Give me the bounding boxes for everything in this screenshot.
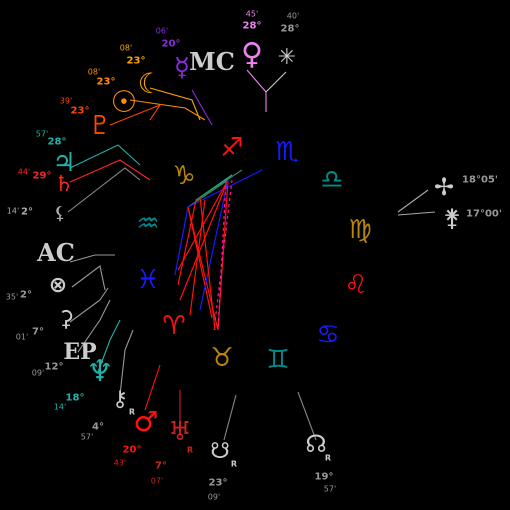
- planet-pallas-icon[interactable]: ✢: [433, 173, 455, 201]
- chiron-minute: 57': [80, 432, 94, 442]
- mars-minute: 43': [113, 458, 127, 468]
- sign-scorpio-icon: ♏: [275, 137, 299, 167]
- lilith-minute: 14': [6, 206, 20, 216]
- vertex-degree: 28°: [280, 23, 300, 35]
- planet-south_node-icon[interactable]: ☋: [210, 439, 230, 464]
- planet-ac-icon[interactable]: AC: [37, 238, 75, 267]
- chiron-degree: 4°: [92, 421, 104, 433]
- ep-minute: 09': [31, 368, 45, 378]
- planet-north_node-icon[interactable]: ☊: [305, 430, 327, 458]
- sign-aries-icon: ♈: [162, 311, 186, 341]
- pluto-degree: 23°: [70, 105, 90, 117]
- planet-fortune-icon[interactable]: ⊗: [48, 273, 68, 298]
- south_node-degree: 23°: [208, 477, 228, 489]
- lilith-degree: 2°: [21, 206, 33, 218]
- planet-vertex-icon[interactable]: ✳: [277, 45, 297, 70]
- sign-cancer-icon: ♋: [316, 320, 340, 350]
- sign-aquarius-icon: ♒: [136, 209, 160, 239]
- planet-pluto-icon[interactable]: ♇: [88, 111, 112, 141]
- sign-capricorn-icon: ♑: [172, 161, 196, 191]
- planet-saturn-icon[interactable]: ♄: [54, 172, 74, 197]
- mars-degree: 20°: [122, 444, 142, 456]
- pallas-position: 18°05': [462, 174, 498, 186]
- planet-venus-icon[interactable]: ♀: [241, 37, 263, 72]
- ceres-degree: 7°: [32, 326, 44, 338]
- sun-degree: 23°: [96, 76, 116, 88]
- sign-virgo-icon: ♍: [348, 215, 372, 245]
- planet-moon-icon[interactable]: ☾: [137, 67, 163, 100]
- jupiter-degree: 28°: [47, 136, 67, 148]
- planet-sun-icon[interactable]: ☉: [110, 85, 138, 120]
- north_node-retrograde: R: [324, 453, 332, 463]
- south_node-minute: 09': [207, 492, 221, 502]
- north_node-minute: 57': [323, 484, 337, 494]
- mercury-degree: 20°: [161, 38, 181, 50]
- chiron-retrograde: R: [128, 407, 136, 417]
- planet-jupiter-icon[interactable]: ♃: [52, 148, 76, 178]
- juno-position: 17°00': [466, 208, 502, 220]
- uranus-retrograde: R: [186, 445, 194, 455]
- sign-taurus-icon: ♉: [210, 343, 234, 373]
- neptune-degree: 18°: [65, 392, 85, 404]
- moon-degree: 23°: [126, 55, 146, 67]
- sign-gemini-icon: ♊: [266, 345, 290, 375]
- planet-uranus-icon[interactable]: ♅: [168, 417, 192, 447]
- sign-leo-icon: ♌: [344, 270, 368, 300]
- vertex-minute: 40': [286, 11, 300, 21]
- planet-ep-icon[interactable]: EP: [63, 339, 97, 365]
- sign-libra-icon: ♎: [320, 165, 344, 195]
- planet-mc-icon[interactable]: MC: [189, 47, 235, 76]
- mercury-minute: 06': [155, 26, 169, 36]
- planet-juno-icon[interactable]: ⚵: [443, 204, 461, 232]
- jupiter-minute: 57': [35, 129, 49, 139]
- neptune-minute: 14': [53, 402, 67, 412]
- planet-lilith-icon[interactable]: ⚸: [53, 203, 67, 224]
- sun-minute: 08': [87, 67, 101, 77]
- sign-pisces-icon: ♓: [136, 265, 160, 295]
- ceres-minute: 01': [15, 332, 29, 342]
- venus-minute: 45': [245, 9, 259, 19]
- saturn-degree: 29°: [32, 170, 52, 182]
- ep-degree: 12°: [44, 361, 64, 373]
- saturn-minute: 44': [17, 167, 31, 177]
- uranus-minute: 07': [150, 476, 164, 486]
- uranus-degree: 7°: [155, 460, 167, 472]
- sign-sagittarius-icon: ♐: [220, 133, 244, 163]
- south_node-retrograde: R: [230, 459, 238, 469]
- planet-mars-icon[interactable]: ♂: [133, 405, 159, 438]
- fortune-degree: 2°: [20, 289, 32, 301]
- planet-neptune-icon[interactable]: ♆: [86, 354, 114, 389]
- leader-lines: [67, 69, 436, 441]
- planet-mercury-icon[interactable]: ☿: [174, 53, 190, 83]
- north_node-degree: 19°: [314, 471, 334, 483]
- pluto-minute: 39': [59, 96, 73, 106]
- planet-ceres-icon[interactable]: ⚳: [57, 307, 75, 332]
- venus-degree: 28°: [242, 20, 262, 32]
- moon-minute: 08': [119, 43, 133, 53]
- fortune-minute: 35': [5, 292, 19, 302]
- aspect-lines: [174, 169, 263, 331]
- planet-chiron-icon[interactable]: ⚷: [111, 387, 129, 412]
